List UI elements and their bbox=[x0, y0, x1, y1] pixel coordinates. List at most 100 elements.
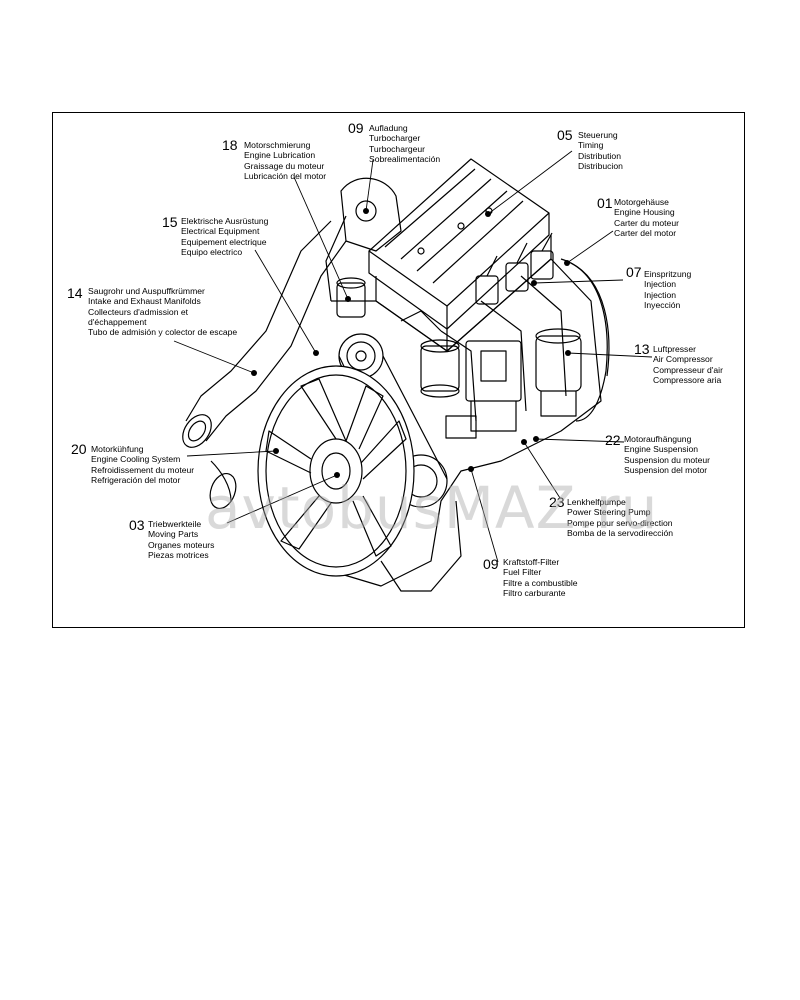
callout-line: Turbochargeur bbox=[369, 143, 426, 154]
callout-number-1: 09 bbox=[348, 121, 364, 135]
callout-line: Turbocharger bbox=[369, 133, 421, 144]
callout-line: Engine Suspension bbox=[624, 444, 699, 455]
callout-number: 09 bbox=[348, 120, 364, 136]
callout-line: Refroidissement du moteur bbox=[91, 464, 195, 475]
callout-number: 13 bbox=[634, 341, 650, 357]
injection-pump bbox=[445, 340, 522, 439]
callout-line: Kraftstoff-Filter bbox=[503, 557, 560, 567]
injectors bbox=[475, 232, 554, 305]
callout-line: Carter du moteur bbox=[614, 217, 679, 228]
callout-line: Fuel Filter bbox=[503, 567, 542, 578]
callout-line: Bomba de la servodirección bbox=[567, 527, 674, 538]
callout-line: Engine Lubrication bbox=[244, 150, 316, 161]
cooling-fan bbox=[257, 365, 415, 577]
callout-number-0: 18 bbox=[222, 138, 238, 152]
callout-line: Aufladung bbox=[369, 123, 408, 133]
callout-line: Motoraufhängung bbox=[624, 434, 692, 444]
lubrication-filter bbox=[336, 277, 366, 318]
callout-number-9: 20 bbox=[71, 442, 87, 456]
callout-number: 05 bbox=[557, 127, 573, 143]
callout-line: Equipo electrico bbox=[181, 246, 243, 257]
engine-illustration bbox=[173, 150, 653, 592]
callout-number-10: 23 bbox=[549, 495, 565, 509]
callout-line: Piezas motrices bbox=[148, 549, 209, 560]
callout-number: 14 bbox=[67, 285, 83, 301]
callout-number-5: 14 bbox=[67, 286, 83, 300]
callout-line: Distribucion bbox=[578, 160, 623, 171]
callout-line: Saugrohr und Auspuffkrümmer bbox=[88, 286, 205, 296]
callout-number: 22 bbox=[605, 432, 621, 448]
callout-line: Organes moteurs bbox=[148, 539, 215, 550]
callout-line: Timing bbox=[578, 140, 604, 151]
callout-line: Equipement electrique bbox=[181, 236, 267, 247]
callout-line: Filtro carburante bbox=[503, 587, 566, 598]
leader-dots bbox=[251, 208, 571, 478]
engine-housing bbox=[560, 258, 610, 422]
callout-number-3: 01 bbox=[597, 196, 613, 210]
callout-line: Triebwerkteile bbox=[148, 519, 202, 529]
callout-line: Suspension del motor bbox=[624, 464, 708, 475]
callout-line: d'échappement bbox=[88, 316, 147, 327]
callout-line: Motorgehäuse bbox=[614, 197, 669, 207]
callout-line: Inyección bbox=[644, 299, 681, 310]
callout-line: Elektrische Ausrüstung bbox=[181, 216, 269, 226]
callout-number: 23 bbox=[549, 494, 565, 510]
callout-number: 03 bbox=[129, 517, 145, 533]
callout-line: Refrigeración del motor bbox=[91, 474, 181, 485]
callout-number-11: 03 bbox=[129, 518, 145, 532]
turbocharger bbox=[325, 177, 402, 302]
callout-line: Injection bbox=[644, 289, 677, 300]
callout-line: Engine Cooling System bbox=[91, 454, 181, 465]
callout-line: Einspritzung bbox=[644, 269, 692, 279]
callout-number: 07 bbox=[626, 264, 642, 280]
callout-line: Compresseur d'air bbox=[653, 364, 723, 375]
callout-number-2: 05 bbox=[557, 128, 573, 142]
callout-line: Power Steering Pump bbox=[567, 507, 651, 518]
callout-line: Intake and Exhaust Manifolds bbox=[88, 296, 201, 307]
callout-line: Sobrealimentación bbox=[369, 153, 441, 164]
callout-number-6: 07 bbox=[626, 265, 642, 279]
callout-line: Injection bbox=[644, 279, 677, 290]
oil-pan bbox=[380, 500, 462, 592]
leader-lines bbox=[173, 150, 653, 563]
callout-number: 15 bbox=[162, 214, 178, 230]
callout-line: Engine Housing bbox=[614, 207, 675, 218]
callout-line: Electrical Equipment bbox=[181, 226, 260, 237]
callout-line: Lenkhelfpumpe bbox=[567, 497, 626, 507]
callout-line: Filtre a combustible bbox=[503, 577, 578, 588]
callout-number: 20 bbox=[71, 441, 87, 457]
callout-number-12: 09 bbox=[483, 557, 499, 571]
callout-number-4: 15 bbox=[162, 215, 178, 229]
callout-line: Motorschmierung bbox=[244, 140, 311, 150]
callout-line: Graissage du moteur bbox=[244, 160, 325, 171]
callout-number: 18 bbox=[222, 137, 238, 153]
callout-line: Pompe pour servo-direction bbox=[567, 517, 673, 528]
callout-line: Moving Parts bbox=[148, 529, 199, 540]
callout-line: Steuerung bbox=[578, 130, 618, 140]
callout-number-8: 22 bbox=[605, 433, 621, 447]
callout-line: Luftpresser bbox=[653, 344, 696, 354]
callout-number-7: 13 bbox=[634, 342, 650, 356]
callout-line: Motorkühfung bbox=[91, 444, 144, 454]
callout-line: Collecteurs d'admission et bbox=[88, 306, 189, 317]
intake-manifold bbox=[182, 220, 347, 510]
callout-number: 09 bbox=[483, 556, 499, 572]
callout-line: Air Compressor bbox=[653, 354, 713, 365]
callout-line: Lubricación del motor bbox=[244, 170, 327, 181]
callout-line: Carter del motor bbox=[614, 227, 677, 238]
callout-line: Suspension du moteur bbox=[624, 454, 710, 465]
